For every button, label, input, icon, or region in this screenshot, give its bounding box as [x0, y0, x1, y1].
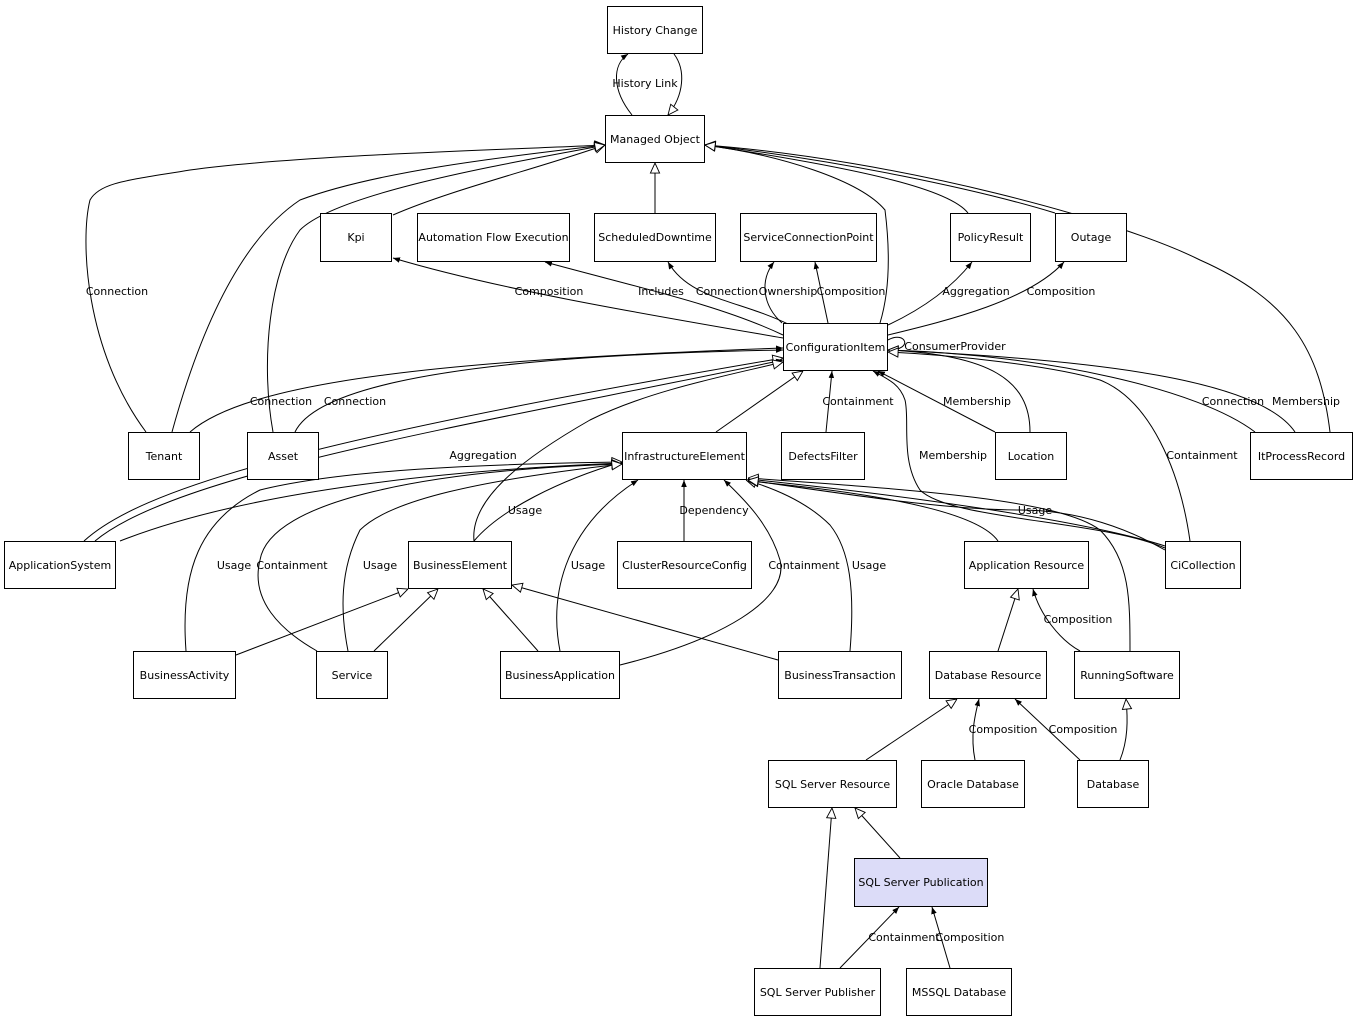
- node-business-element[interactable]: BusinessElement: [408, 541, 512, 589]
- edge-label: ConsumerProvider: [904, 340, 1006, 353]
- node-cluster-resource-config[interactable]: ClusterResourceConfig: [617, 541, 752, 589]
- edge-label-history-link: History Link: [612, 77, 678, 90]
- node-database-resource[interactable]: Database Resource: [929, 651, 1047, 699]
- edge-label: Composition: [515, 285, 584, 298]
- edge-label: Usage: [217, 559, 252, 572]
- node-running-software[interactable]: RunningSoftware: [1074, 651, 1180, 699]
- edge-label: Ownership: [759, 285, 818, 298]
- edge-label: Usage: [508, 504, 543, 517]
- edge-label: Aggregation: [942, 285, 1009, 298]
- edge-label: Containment: [822, 395, 894, 408]
- edge-label: Containment: [768, 559, 840, 572]
- edge-label: Membership: [919, 449, 987, 462]
- node-sql-server-publication[interactable]: SQL Server Publication: [854, 858, 988, 907]
- node-oracle-database[interactable]: Oracle Database: [921, 760, 1025, 808]
- edge-label: Connection: [1202, 395, 1264, 408]
- node-it-process-record[interactable]: ItProcessRecord: [1250, 432, 1353, 480]
- node-configuration-item[interactable]: ConfigurationItem: [783, 323, 888, 371]
- edge-label: Composition: [1044, 613, 1113, 626]
- node-sql-server-resource[interactable]: SQL Server Resource: [768, 760, 897, 808]
- edge-label: Usage: [1018, 504, 1053, 517]
- node-database[interactable]: Database: [1077, 760, 1149, 808]
- node-location[interactable]: Location: [995, 432, 1067, 480]
- edge-label: Dependency: [679, 504, 749, 517]
- node-application-resource[interactable]: Application Resource: [964, 541, 1089, 589]
- edge-label: Usage: [852, 559, 887, 572]
- node-business-application[interactable]: BusinessApplication: [500, 651, 620, 699]
- node-service[interactable]: Service: [316, 651, 388, 699]
- node-policy-result[interactable]: PolicyResult: [950, 213, 1031, 262]
- edge-label: Containment: [868, 931, 940, 944]
- edge-label: Connection: [324, 395, 386, 408]
- node-sql-server-publisher[interactable]: SQL Server Publisher: [754, 968, 881, 1016]
- edge-label: Containment: [256, 559, 328, 572]
- node-history-change[interactable]: History Change: [607, 6, 703, 54]
- edge-label: Connection: [86, 285, 148, 298]
- node-service-connection-point[interactable]: ServiceConnectionPoint: [740, 213, 877, 262]
- node-business-transaction[interactable]: BusinessTransaction: [778, 651, 902, 699]
- node-scheduled-downtime[interactable]: ScheduledDowntime: [594, 213, 716, 262]
- edge-label: Membership: [1272, 395, 1340, 408]
- node-kpi[interactable]: Kpi: [320, 213, 392, 262]
- node-outage[interactable]: Outage: [1055, 213, 1127, 262]
- edge-label: Composition: [969, 723, 1038, 736]
- edge-label: Containment: [1166, 449, 1238, 462]
- node-defects-filter[interactable]: DefectsFilter: [781, 432, 865, 480]
- node-application-system[interactable]: ApplicationSystem: [4, 541, 116, 589]
- edge-label: Composition: [817, 285, 886, 298]
- edge-label: Composition: [1027, 285, 1096, 298]
- node-asset[interactable]: Asset: [247, 432, 319, 480]
- edge-label: Membership: [943, 395, 1011, 408]
- node-tenant[interactable]: Tenant: [128, 432, 200, 480]
- edge-label: Includes: [638, 285, 684, 298]
- edge-label: Connection: [696, 285, 758, 298]
- node-mssql-database[interactable]: MSSQL Database: [906, 968, 1012, 1016]
- node-managed-object[interactable]: Managed Object: [605, 115, 705, 163]
- edge-label: Usage: [363, 559, 398, 572]
- edge-label: Connection: [250, 395, 312, 408]
- node-infrastructure-element[interactable]: InfrastructureElement: [622, 432, 747, 480]
- edge-label: Composition: [936, 931, 1005, 944]
- node-automation-flow-execution[interactable]: Automation Flow Execution: [417, 213, 570, 262]
- node-ci-collection[interactable]: CiCollection: [1165, 541, 1241, 589]
- node-business-activity[interactable]: BusinessActivity: [133, 651, 236, 699]
- edge-label: Aggregation: [449, 449, 516, 462]
- edge-label: Composition: [1049, 723, 1118, 736]
- edge-label: Usage: [571, 559, 606, 572]
